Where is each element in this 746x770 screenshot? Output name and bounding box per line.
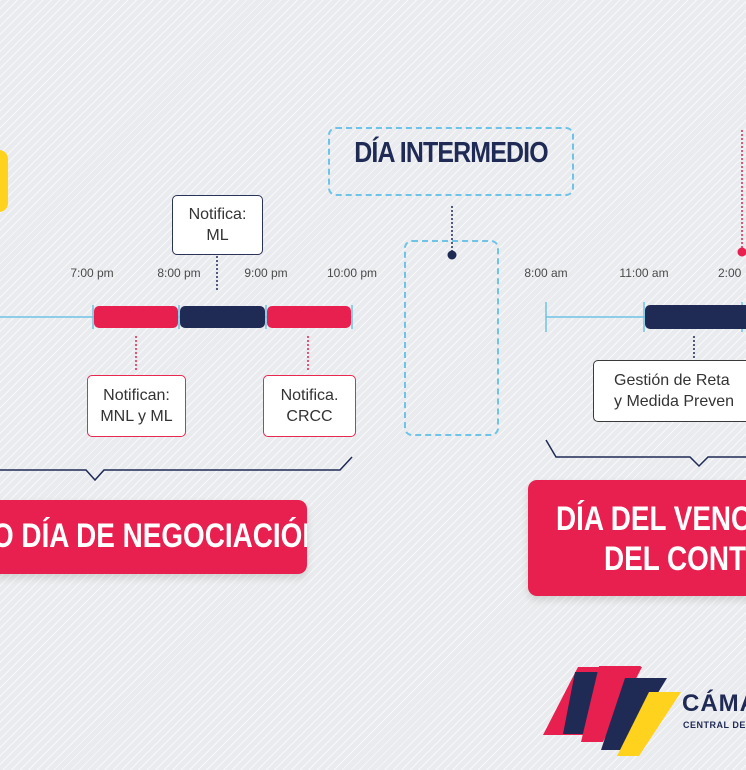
tick-label: 9:00 pm <box>244 266 287 280</box>
segment-navy-right <box>645 305 746 329</box>
tick-label: 8:00 pm <box>157 266 200 280</box>
tick-label: 11:00 am <box>619 266 668 280</box>
left-bracket <box>0 456 353 482</box>
note-notifica-ml: Notifica: ML <box>172 195 263 255</box>
tick-label: 2:00 <box>718 266 742 280</box>
connector-dot <box>447 250 457 260</box>
banner-dia-negociacion: O DÍA DE NEGOCIACIÓN <box>0 500 307 574</box>
banner-dia-vencimiento-line2: DEL CONTR <box>604 540 746 578</box>
tick-label: 7:00 pm <box>70 266 113 280</box>
segment-navy <box>180 306 265 328</box>
connector-red-dot <box>737 247 746 257</box>
tick-label: 10:00 pm <box>327 266 377 280</box>
note-gestion: Gestión de Reta y Medida Preven <box>593 360 746 422</box>
dia-intermedio-timeline-box <box>404 240 499 436</box>
segment-red-2 <box>267 306 351 328</box>
banner-dia-negociacion-text: O DÍA DE NEGOCIACIÓN <box>0 517 307 555</box>
right-bracket <box>545 439 746 468</box>
dia-intermedio-label: DÍA INTERMEDIO <box>354 137 548 169</box>
yellow-tab <box>0 150 8 212</box>
dia-intermedio-label-box: DÍA INTERMEDIO <box>328 127 574 196</box>
banner-dia-vencimiento: DÍA DEL VENCI DEL CONTR <box>528 480 746 596</box>
segment-red-1 <box>94 306 178 328</box>
logo-name: CÁMA <box>682 690 746 717</box>
logo-subtitle: CENTRAL DE <box>683 720 746 730</box>
tick-label: 8:00 am <box>524 266 567 280</box>
note-notifican: Notifican: MNL y ML <box>87 375 186 437</box>
logo-icon <box>563 666 681 756</box>
note-notifica-crcc: Notifica. CRCC <box>263 375 356 437</box>
banner-dia-vencimiento-line1: DÍA DEL VENCI <box>556 500 746 538</box>
